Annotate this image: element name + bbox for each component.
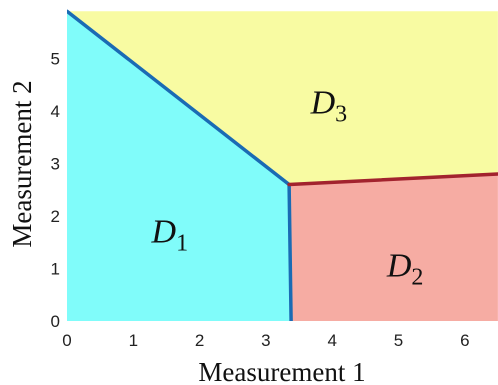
x-tick-label: 4 [327,331,336,350]
region-d3 [67,11,498,185]
y-tick-label: 0 [51,312,60,331]
x-tick-label: 6 [460,331,469,350]
y-tick-label: 2 [51,207,60,226]
boundaries-layer [67,9,498,321]
x-tick-label: 3 [261,331,270,350]
y-axis-title: Measurement 2 [7,80,37,247]
y-tick-label: 3 [51,155,60,174]
region-d1 [67,11,292,321]
x-axis-title: Measurement 1 [198,357,365,385]
region-label-d1: D1 [151,213,189,256]
x-tick-label: 0 [62,331,71,350]
x-tick-label: 1 [129,331,138,350]
x-axis-ticks: 0 1 2 3 4 5 6 [62,331,469,350]
boundary-d1-d3 [67,9,291,187]
y-tick-label: 4 [51,102,60,121]
y-axis-ticks: 0 1 2 3 4 5 [51,50,60,332]
region-d2 [289,174,498,321]
boundary-d2-d3 [287,172,498,187]
x-tick-label: 5 [394,331,403,350]
y-tick-label: 1 [51,260,60,279]
x-tick-label: 2 [195,331,204,350]
boundary-d1-d2 [287,182,293,321]
regions-layer [67,11,498,321]
region-label-d3: D3 [310,85,348,128]
region-label-d2: D2 [386,247,424,290]
y-tick-label: 5 [51,50,60,69]
